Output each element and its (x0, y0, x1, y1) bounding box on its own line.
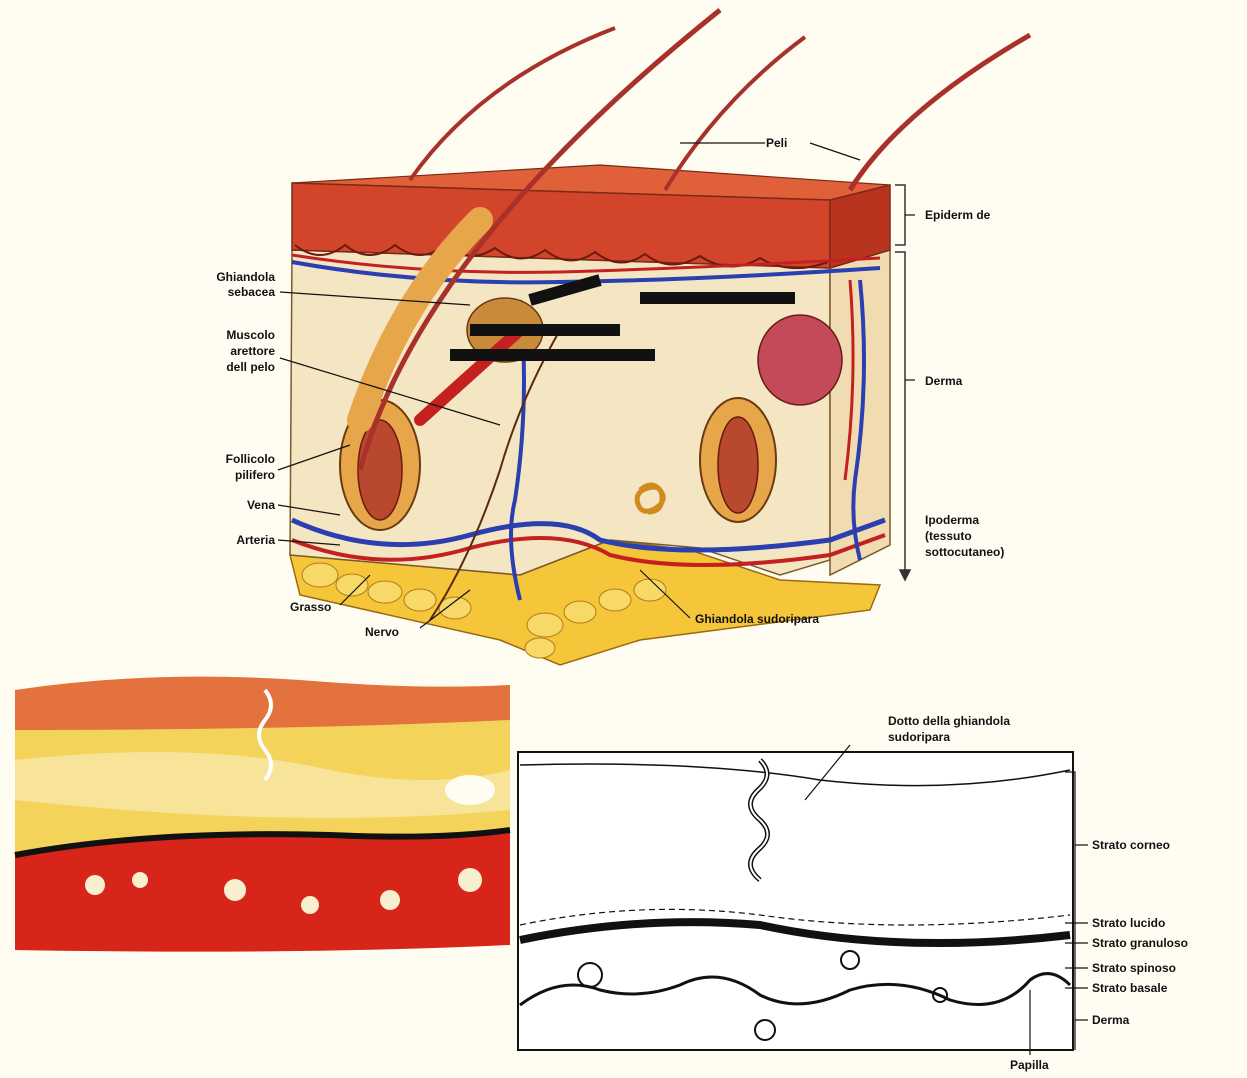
label-derma-bottom: Derma (1092, 1013, 1129, 1027)
label-muscolo-3: dell pelo (180, 360, 275, 374)
label-follicolo-1: Follicolo (180, 452, 275, 466)
label-nervo: Nervo (365, 625, 399, 639)
label-arteria: Arteria (180, 533, 275, 547)
label-ipoderma-3: sottocutaneo) (925, 545, 1004, 559)
label-vena: Vena (180, 498, 275, 512)
hair-3 (665, 37, 805, 190)
label-ghiandola-sebacea-1: Ghiandola (180, 270, 275, 284)
label-ipoderma-2: (tessuto (925, 529, 972, 543)
label-strato-spinoso: Strato spinoso (1092, 961, 1176, 975)
label-muscolo-2: arettore (180, 344, 275, 358)
label-strato-basale: Strato basale (1092, 981, 1167, 995)
label-follicolo-2: pilifero (180, 468, 275, 482)
label-ipoderma-1: Ipoderma (925, 513, 979, 527)
hair-4 (850, 35, 1030, 190)
label-papilla: Papilla (1010, 1058, 1049, 1072)
label-peli: Peli (766, 136, 787, 150)
label-strato-corneo: Strato corneo (1092, 838, 1170, 852)
label-ghiandola-sebacea-2: sebacea (180, 285, 275, 299)
epidermis-drawing (518, 745, 1088, 1055)
label-grasso: Grasso (290, 600, 331, 614)
label-muscolo-1: Muscolo (180, 328, 275, 342)
skin-block-3d (278, 10, 1030, 665)
label-ghiandola-sudoripara: Ghiandola sudoripara (695, 612, 819, 626)
label-derma: Derma (925, 374, 962, 388)
label-dotto-2: sudoripara (888, 730, 950, 744)
histology-image (15, 677, 510, 952)
label-strato-lucido: Strato lucido (1092, 916, 1165, 930)
hair-2 (410, 28, 615, 180)
label-strato-granuloso: Strato granuloso (1092, 936, 1188, 950)
label-epidermide: Epiderm de (925, 208, 990, 222)
label-dotto-1: Dotto della ghiandola (888, 714, 1010, 728)
